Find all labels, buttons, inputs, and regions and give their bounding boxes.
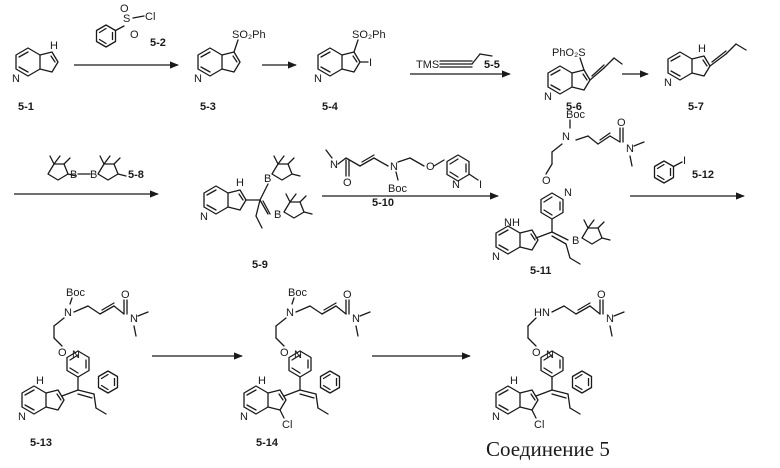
svg-text:H: H (698, 43, 706, 55)
compound-5-13-structure: Boc N O N O N N H (18, 287, 148, 423)
reagent-5-2-structure: S O O Cl (97, 3, 156, 47)
compound-label-5-8: 5-8 (128, 169, 144, 181)
compound-label-5-11: 5-11 (530, 265, 551, 277)
compound-label-5-14: 5-14 (256, 437, 279, 449)
svg-text:N: N (564, 187, 572, 199)
svg-text:N: N (626, 143, 634, 155)
compound-label-5-7: 5-7 (688, 101, 704, 113)
svg-text:N: N (12, 73, 20, 85)
svg-text:N: N (492, 251, 500, 263)
svg-text:O: O (426, 161, 435, 173)
svg-text:Boc: Boc (388, 183, 407, 195)
svg-text:H: H (258, 375, 266, 387)
svg-text:I: I (479, 179, 482, 191)
svg-text:N: N (72, 349, 80, 361)
reagent-5-5-structure: TMS (416, 54, 492, 71)
svg-text:O: O (343, 289, 352, 301)
compound-5-9-structure: N H B B (200, 156, 312, 228)
svg-text:Boc: Boc (566, 109, 585, 121)
compound-5-3-structure: N SO₂Ph (194, 29, 266, 85)
svg-text:N: N (294, 349, 302, 361)
compound-5-4-structure: N SO₂Ph I (314, 29, 386, 85)
reagent-5-10-structure: N O N Boc O N I (326, 150, 482, 195)
svg-text:O: O (532, 347, 541, 359)
compound-label-5-10: 5-10 (372, 197, 394, 209)
svg-text:PhO₂S: PhO₂S (552, 47, 586, 59)
svg-text:Boc: Boc (288, 287, 307, 299)
svg-text:SO₂Ph: SO₂Ph (232, 29, 266, 41)
svg-text:Cl: Cl (282, 419, 292, 431)
svg-text:N: N (390, 161, 398, 173)
svg-text:SO₂Ph: SO₂Ph (352, 29, 386, 41)
compound-5-6-structure: N PhO₂S (544, 47, 622, 103)
svg-text:NH: NH (504, 217, 520, 229)
compound-label-5-12: 5-12 (692, 169, 714, 181)
compound-label-5-9: 5-9 (252, 259, 268, 271)
svg-text:O: O (280, 347, 289, 359)
svg-text:H: H (50, 40, 58, 52)
compound-5-11-structure: N Boc O N O N B N NH (492, 109, 644, 264)
reagent-5-12-structure: I (655, 155, 687, 183)
svg-text:O: O (120, 3, 129, 15)
svg-text:Cl: Cl (145, 11, 155, 23)
svg-text:B: B (274, 209, 281, 221)
svg-text:O: O (121, 289, 130, 301)
svg-text:TMS: TMS (416, 59, 439, 71)
svg-text:B: B (90, 169, 97, 181)
svg-text:N: N (286, 307, 294, 319)
svg-text:N: N (606, 313, 614, 325)
svg-text:N: N (562, 131, 570, 143)
compound-label-5-5: 5-5 (484, 59, 500, 71)
svg-text:Boc: Boc (66, 287, 85, 299)
svg-text:N: N (330, 159, 338, 171)
compound-5-1-structure: N H (12, 40, 58, 85)
compound-label-5-4: 5-4 (322, 101, 339, 113)
svg-text:O: O (343, 177, 352, 189)
svg-text:N: N (664, 77, 672, 89)
svg-text:N: N (352, 313, 360, 325)
svg-text:O: O (130, 29, 139, 41)
svg-text:O: O (597, 289, 606, 301)
svg-text:O: O (542, 175, 551, 187)
svg-text:O: O (617, 117, 626, 129)
compound-5-structure: HN O N O N N H Cl (492, 289, 624, 431)
svg-text:N: N (200, 211, 208, 223)
svg-text:N: N (314, 73, 322, 85)
svg-text:H: H (236, 177, 244, 189)
svg-text:I: I (683, 155, 686, 167)
svg-text:HN: HN (534, 307, 550, 319)
compound-label-5-1: 5-1 (18, 101, 34, 113)
svg-text:O: O (58, 347, 67, 359)
svg-text:N: N (452, 179, 460, 191)
final-compound-label: Соединение 5 (486, 437, 610, 461)
svg-text:N: N (544, 91, 552, 103)
compound-label-5-3: 5-3 (200, 101, 216, 113)
svg-text:N: N (194, 73, 202, 85)
svg-text:N: N (240, 411, 248, 423)
svg-text:N: N (18, 411, 26, 423)
compound-label-5-2: 5-2 (150, 37, 166, 49)
svg-text:B: B (264, 173, 271, 185)
svg-text:H: H (36, 375, 44, 387)
svg-text:N: N (546, 349, 554, 361)
compound-5-7-structure: N H (664, 43, 746, 89)
svg-text:B: B (572, 235, 579, 247)
compound-label-5-13: 5-13 (30, 437, 52, 449)
svg-text:N: N (492, 411, 500, 423)
svg-text:I: I (369, 57, 372, 69)
svg-text:Cl: Cl (534, 419, 544, 431)
svg-text:N: N (64, 307, 72, 319)
reagent-5-8-structure: B B (48, 156, 126, 181)
compound-5-14-structure: Boc N O N O N N H Cl (240, 287, 370, 431)
svg-text:N: N (130, 313, 138, 325)
svg-text:H: H (510, 375, 518, 387)
svg-text:B: B (70, 169, 77, 181)
